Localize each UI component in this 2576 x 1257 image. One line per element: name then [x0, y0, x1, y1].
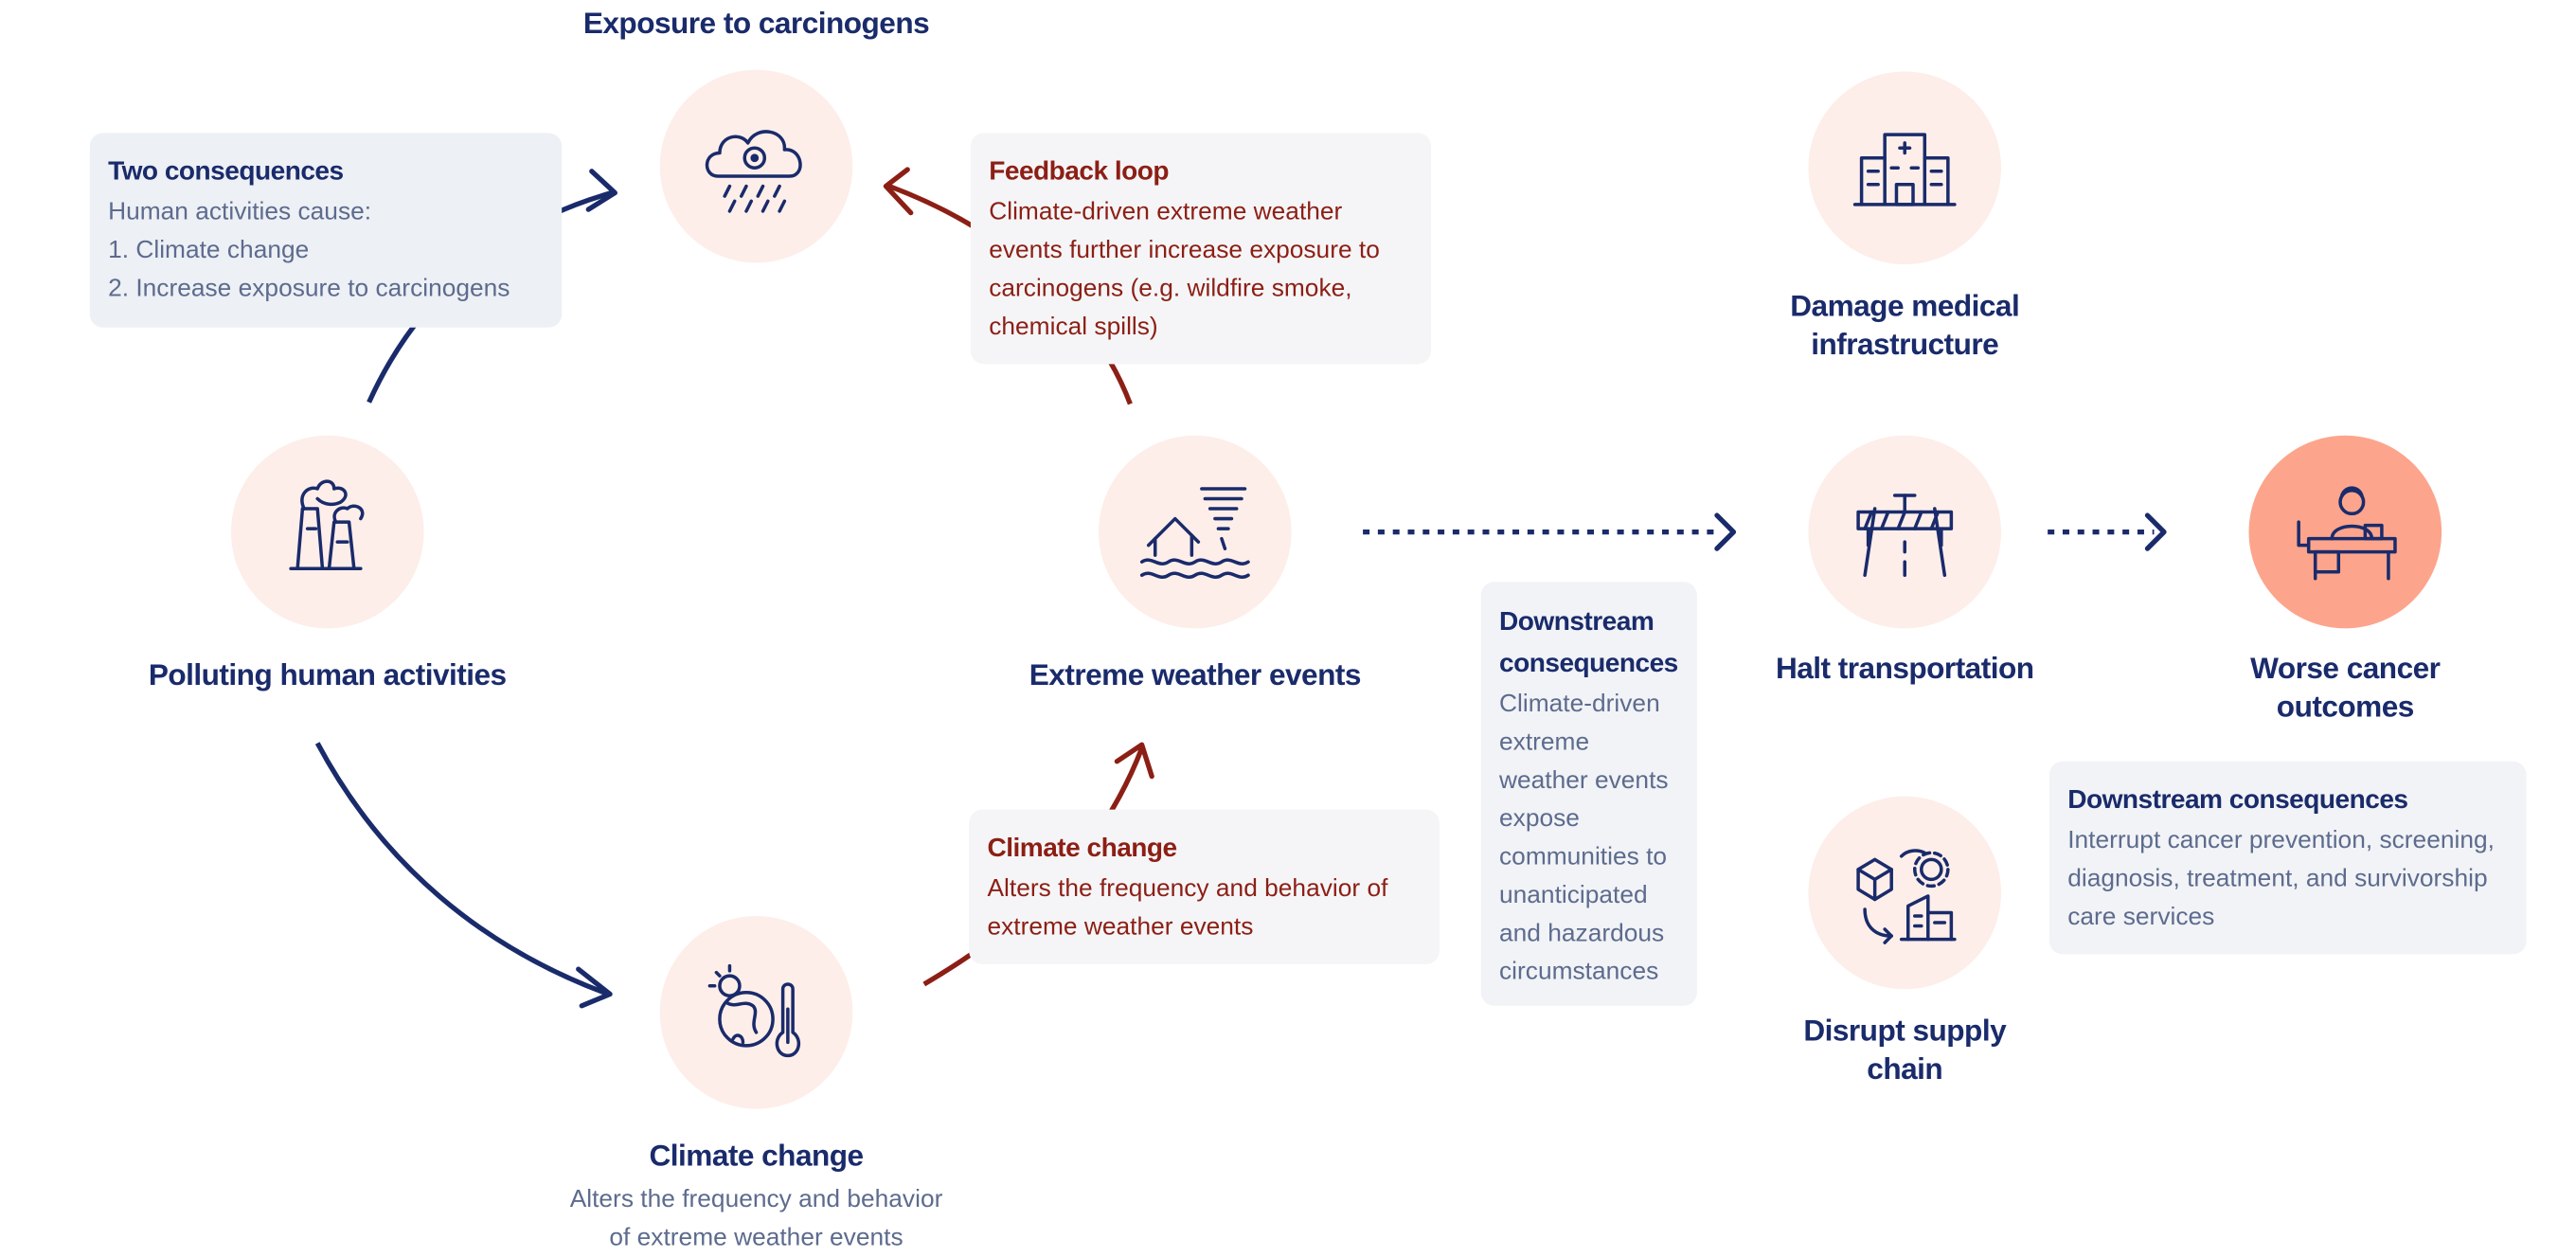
callout-title: Downstream consequences — [2067, 786, 2408, 815]
arrowhead-feedback-loop — [883, 167, 914, 216]
arrow-polluting-to-climate — [314, 742, 610, 997]
callout-title: Two consequences — [108, 157, 344, 187]
callout-title: Downstream consequences — [1499, 608, 1678, 679]
transportation-label: Halt transportation — [1775, 651, 2034, 686]
callout-title: Climate change — [987, 835, 1177, 863]
extreme-weather-label: Extreme weather events — [1029, 657, 1362, 692]
climate-change-callout: Climate change Alters the frequency and … — [969, 809, 1440, 964]
climate-change-description: Alters the frequency and behavior of ext… — [569, 1185, 943, 1252]
climate-change-label: Climate change — [649, 1139, 864, 1173]
two-consequences-callout: Two consequences Human activities cause:… — [89, 133, 563, 328]
arrowhead-climate-to-extreme — [1114, 742, 1154, 780]
supply-chain-node — [1808, 796, 2002, 990]
doctor-desk-icon — [2297, 486, 2397, 581]
callout-body: Climate-driven extreme weather events fu… — [989, 197, 1380, 341]
hospital-icon — [1852, 133, 1957, 207]
polluting-label: Polluting human activities — [148, 657, 507, 692]
tornado-flood-icon — [1139, 487, 1250, 579]
transportation-node — [1808, 435, 2002, 629]
downstream-consequences-callout: Downstream consequences Climate-driven e… — [1480, 582, 1697, 1006]
callout-line: Human activities cause: — [108, 197, 372, 226]
worse-outcomes-label: Worse cancer outcomes — [2250, 651, 2441, 724]
callout-body: Climate-driven extreme weather events ex… — [1499, 690, 1669, 986]
arrowhead-extreme-to-consequences — [1714, 512, 1737, 551]
supply-chain-label: Disrupt supply chain — [1803, 1014, 2007, 1086]
callout-body: Interrupt cancer prevention, screening, … — [2067, 826, 2495, 931]
exposure-label: Exposure to carcinogens — [582, 7, 930, 41]
callout-title: Feedback loop — [989, 157, 1169, 187]
climate-change-node — [659, 916, 853, 1109]
callout-line: 1. Climate change — [108, 236, 310, 265]
arrowhead-consequences-to-outcomes — [2144, 512, 2167, 551]
arrowhead-polluting-to-exposure — [585, 169, 617, 212]
road-barrier-icon — [1856, 494, 1954, 577]
feedback-loop-callout: Feedback loop Climate-driven extreme wea… — [970, 133, 1432, 365]
factory-smoke-icon — [289, 479, 365, 570]
extreme-weather-node — [1099, 435, 1292, 629]
callout-line: 2. Increase exposure to carcinogens — [108, 274, 510, 303]
medical-infrastructure-label: Damage medical infrastructure — [1790, 289, 2020, 361]
downstream-care-callout: Downstream consequences Interrupt cancer… — [2048, 761, 2527, 955]
supply-chain-icon — [1856, 849, 1957, 944]
globe-thermometer-icon — [707, 963, 801, 1058]
carcinogen-rain-cloud-icon — [705, 130, 802, 213]
polluting-node — [230, 435, 424, 629]
exposure-node — [659, 69, 853, 263]
callout-body: Alters the frequency and behavior of ext… — [987, 874, 1388, 942]
arrowhead-polluting-to-climate — [576, 966, 613, 1009]
worse-outcomes-node — [2248, 435, 2442, 629]
medical-infrastructure-node — [1808, 71, 2002, 265]
